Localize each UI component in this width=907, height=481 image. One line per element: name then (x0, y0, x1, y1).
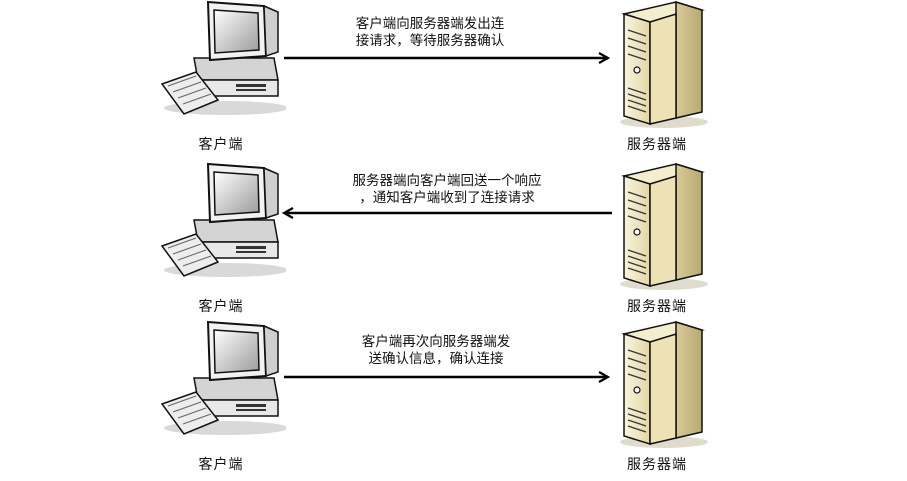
step-2-message: 服务器端向客户端回送一个响应 ，通知客户端收到了连接请求 (322, 173, 572, 207)
server-node-2: 服务器端 (582, 162, 732, 322)
message-line-2: ，通知客户端收到了连接请求 (359, 190, 535, 206)
handshake-step-1: 客户端 客户端向服务器端发出连 接请求，等待服务器确认 服务器端 (0, 0, 907, 160)
handshake-step-2: 客户端 服务器端向客户端回送一个响应 ，通知客户端收到了连接请求 服务器端 (0, 162, 907, 322)
step-3-message: 客户端再次向服务器端发 送确认信息，确认连接 (336, 334, 536, 368)
client-label: 客户端 (198, 137, 244, 153)
message-line-1: 客户端再次向服务器端发 (361, 334, 511, 350)
step-1-message: 客户端向服务器端发出连 接请求，等待服务器确认 (330, 16, 530, 50)
client-node-3: 客户端 (146, 320, 296, 480)
arrow-left-icon (0, 162, 612, 322)
message-line-2: 送确认信息，确认连接 (368, 351, 504, 367)
server-label: 服务器端 (627, 299, 687, 315)
client-node-2: 客户端 (146, 162, 296, 322)
server-label: 服务器端 (627, 137, 687, 153)
message-line-1: 客户端向服务器端发出连 (355, 16, 505, 32)
message-line-1: 服务器端向客户端回送一个响应 (352, 173, 542, 189)
server-icon (619, 163, 709, 291)
message-line-2: 接请求，等待服务器确认 (355, 33, 505, 49)
client-label: 客户端 (198, 299, 244, 315)
server-node-3: 服务器端 (582, 320, 732, 480)
server-icon (619, 321, 709, 449)
handshake-step-3: 客户端 客户端再次向服务器端发 送确认信息，确认连接 服务器端 (0, 320, 907, 480)
server-node-1: 服务器端 (582, 0, 732, 160)
server-label: 服务器端 (627, 457, 687, 473)
arrow-right-icon (284, 320, 907, 480)
client-label: 客户端 (198, 457, 244, 473)
client-node-1: 客户端 (146, 0, 296, 160)
server-icon (619, 1, 709, 129)
arrow-right-icon (284, 0, 907, 160)
